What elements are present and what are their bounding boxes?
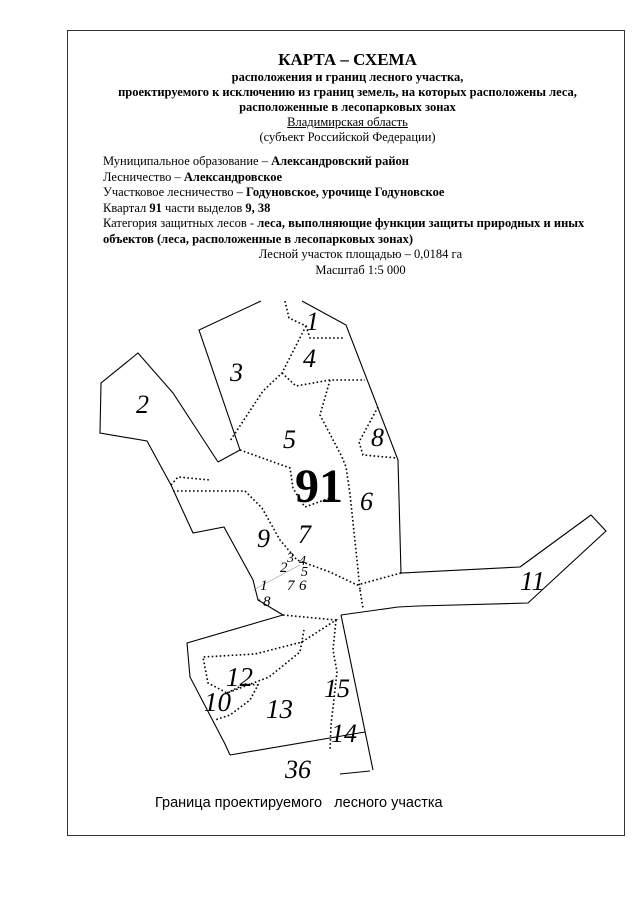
allotment-label-36: 36 [284, 755, 311, 784]
municipality-label: Муниципальное образование – [103, 154, 272, 168]
municipality-value: Александровский район [271, 154, 409, 168]
quarter-number: 91 [295, 460, 343, 513]
allotment-label-13: 13 [266, 694, 293, 724]
allotments-value: 9, 38 [245, 200, 271, 215]
allotment-label-11: 11 [520, 566, 545, 596]
document-title: КАРТА – СХЕМА [278, 50, 417, 69]
region-note: (субъект Российской Федерации) [259, 130, 436, 144]
scale-line: Масштаб 1:5 000 [315, 262, 406, 277]
allotment-label-15: 15 [324, 674, 350, 703]
allotment-label-2: 2 [136, 390, 149, 419]
allotment-label-8: 8 [371, 423, 384, 452]
category-line: Категория защитных лесов - леса, выполня… [103, 216, 618, 247]
small-label-6: 6 [299, 578, 307, 594]
allotment-label-14: 14 [331, 719, 357, 748]
solid-boundaries [99, 300, 607, 775]
page-frame [67, 30, 625, 836]
allotment-label-1: 1 [306, 307, 319, 336]
region-name: Владимирская область [287, 115, 408, 129]
forestry-value: Александровское [183, 169, 283, 184]
small-label-2: 2 [280, 560, 288, 576]
district-forestry-line: Участковое лесничество – Годуновское, ур… [103, 185, 618, 201]
district-forestry-label: Участковое лесничество – [103, 185, 247, 199]
dotted-boundaries [170, 300, 402, 752]
small-label-4: 4 [299, 554, 306, 569]
allotment-label-7: 7 [298, 520, 312, 549]
allotment-label-4: 4 [303, 344, 316, 373]
info-block: Муниципальное образование – Александровс… [103, 154, 618, 278]
small-label-1: 1 [260, 578, 268, 594]
forestry-line: Лесничество – Александровское [103, 170, 618, 186]
subtitle-line-2: проектируемого к исключению из границ зе… [118, 85, 577, 99]
small-label-8: 8 [263, 594, 271, 610]
municipality-line: Муниципальное образование – Александровс… [103, 154, 618, 170]
document-header: КАРТА – СХЕМА расположения и границ лесн… [70, 50, 625, 145]
allotment-label-6: 6 [360, 487, 373, 516]
allotment-label-9: 9 [257, 524, 270, 553]
allotments-label: части выделов [161, 200, 246, 215]
small-label-5: 5 [301, 565, 308, 580]
quarter-label: Квартал [103, 200, 150, 215]
small-label-7: 7 [287, 578, 296, 594]
legend-text: Граница проектируемого лесного участка [155, 795, 443, 811]
allotment-label-5: 5 [283, 425, 296, 454]
district-forestry-value: Годуновское, урочище Годуновское [246, 185, 445, 199]
subtitle-line-1: расположения и границ лесного участка, [231, 70, 464, 84]
category-label: Категория защитных лесов - [103, 216, 258, 230]
area-line: Лесной участок площадью – 0,0184 га [258, 247, 463, 261]
allotment-label-3: 3 [229, 358, 243, 387]
category-value: леса, выполняющие функции защиты природн… [103, 216, 585, 246]
map-labels: 1 2 3 4 5 6 7 8 9 10 11 12 13 14 15 36 1… [136, 307, 545, 784]
small-label-3: 3 [286, 551, 294, 566]
subtitle-line-3: расположенные в лесопарковых зонах [239, 100, 456, 114]
thin-lines [252, 564, 301, 591]
quarter-value: 91 [149, 200, 162, 215]
quarter-line: Квартал 91 части выделов 9, 38 [103, 201, 618, 217]
allotment-label-12: 12 [226, 662, 253, 692]
forestry-label: Лесничество – [103, 169, 184, 184]
allotment-label-10: 10 [204, 687, 232, 717]
